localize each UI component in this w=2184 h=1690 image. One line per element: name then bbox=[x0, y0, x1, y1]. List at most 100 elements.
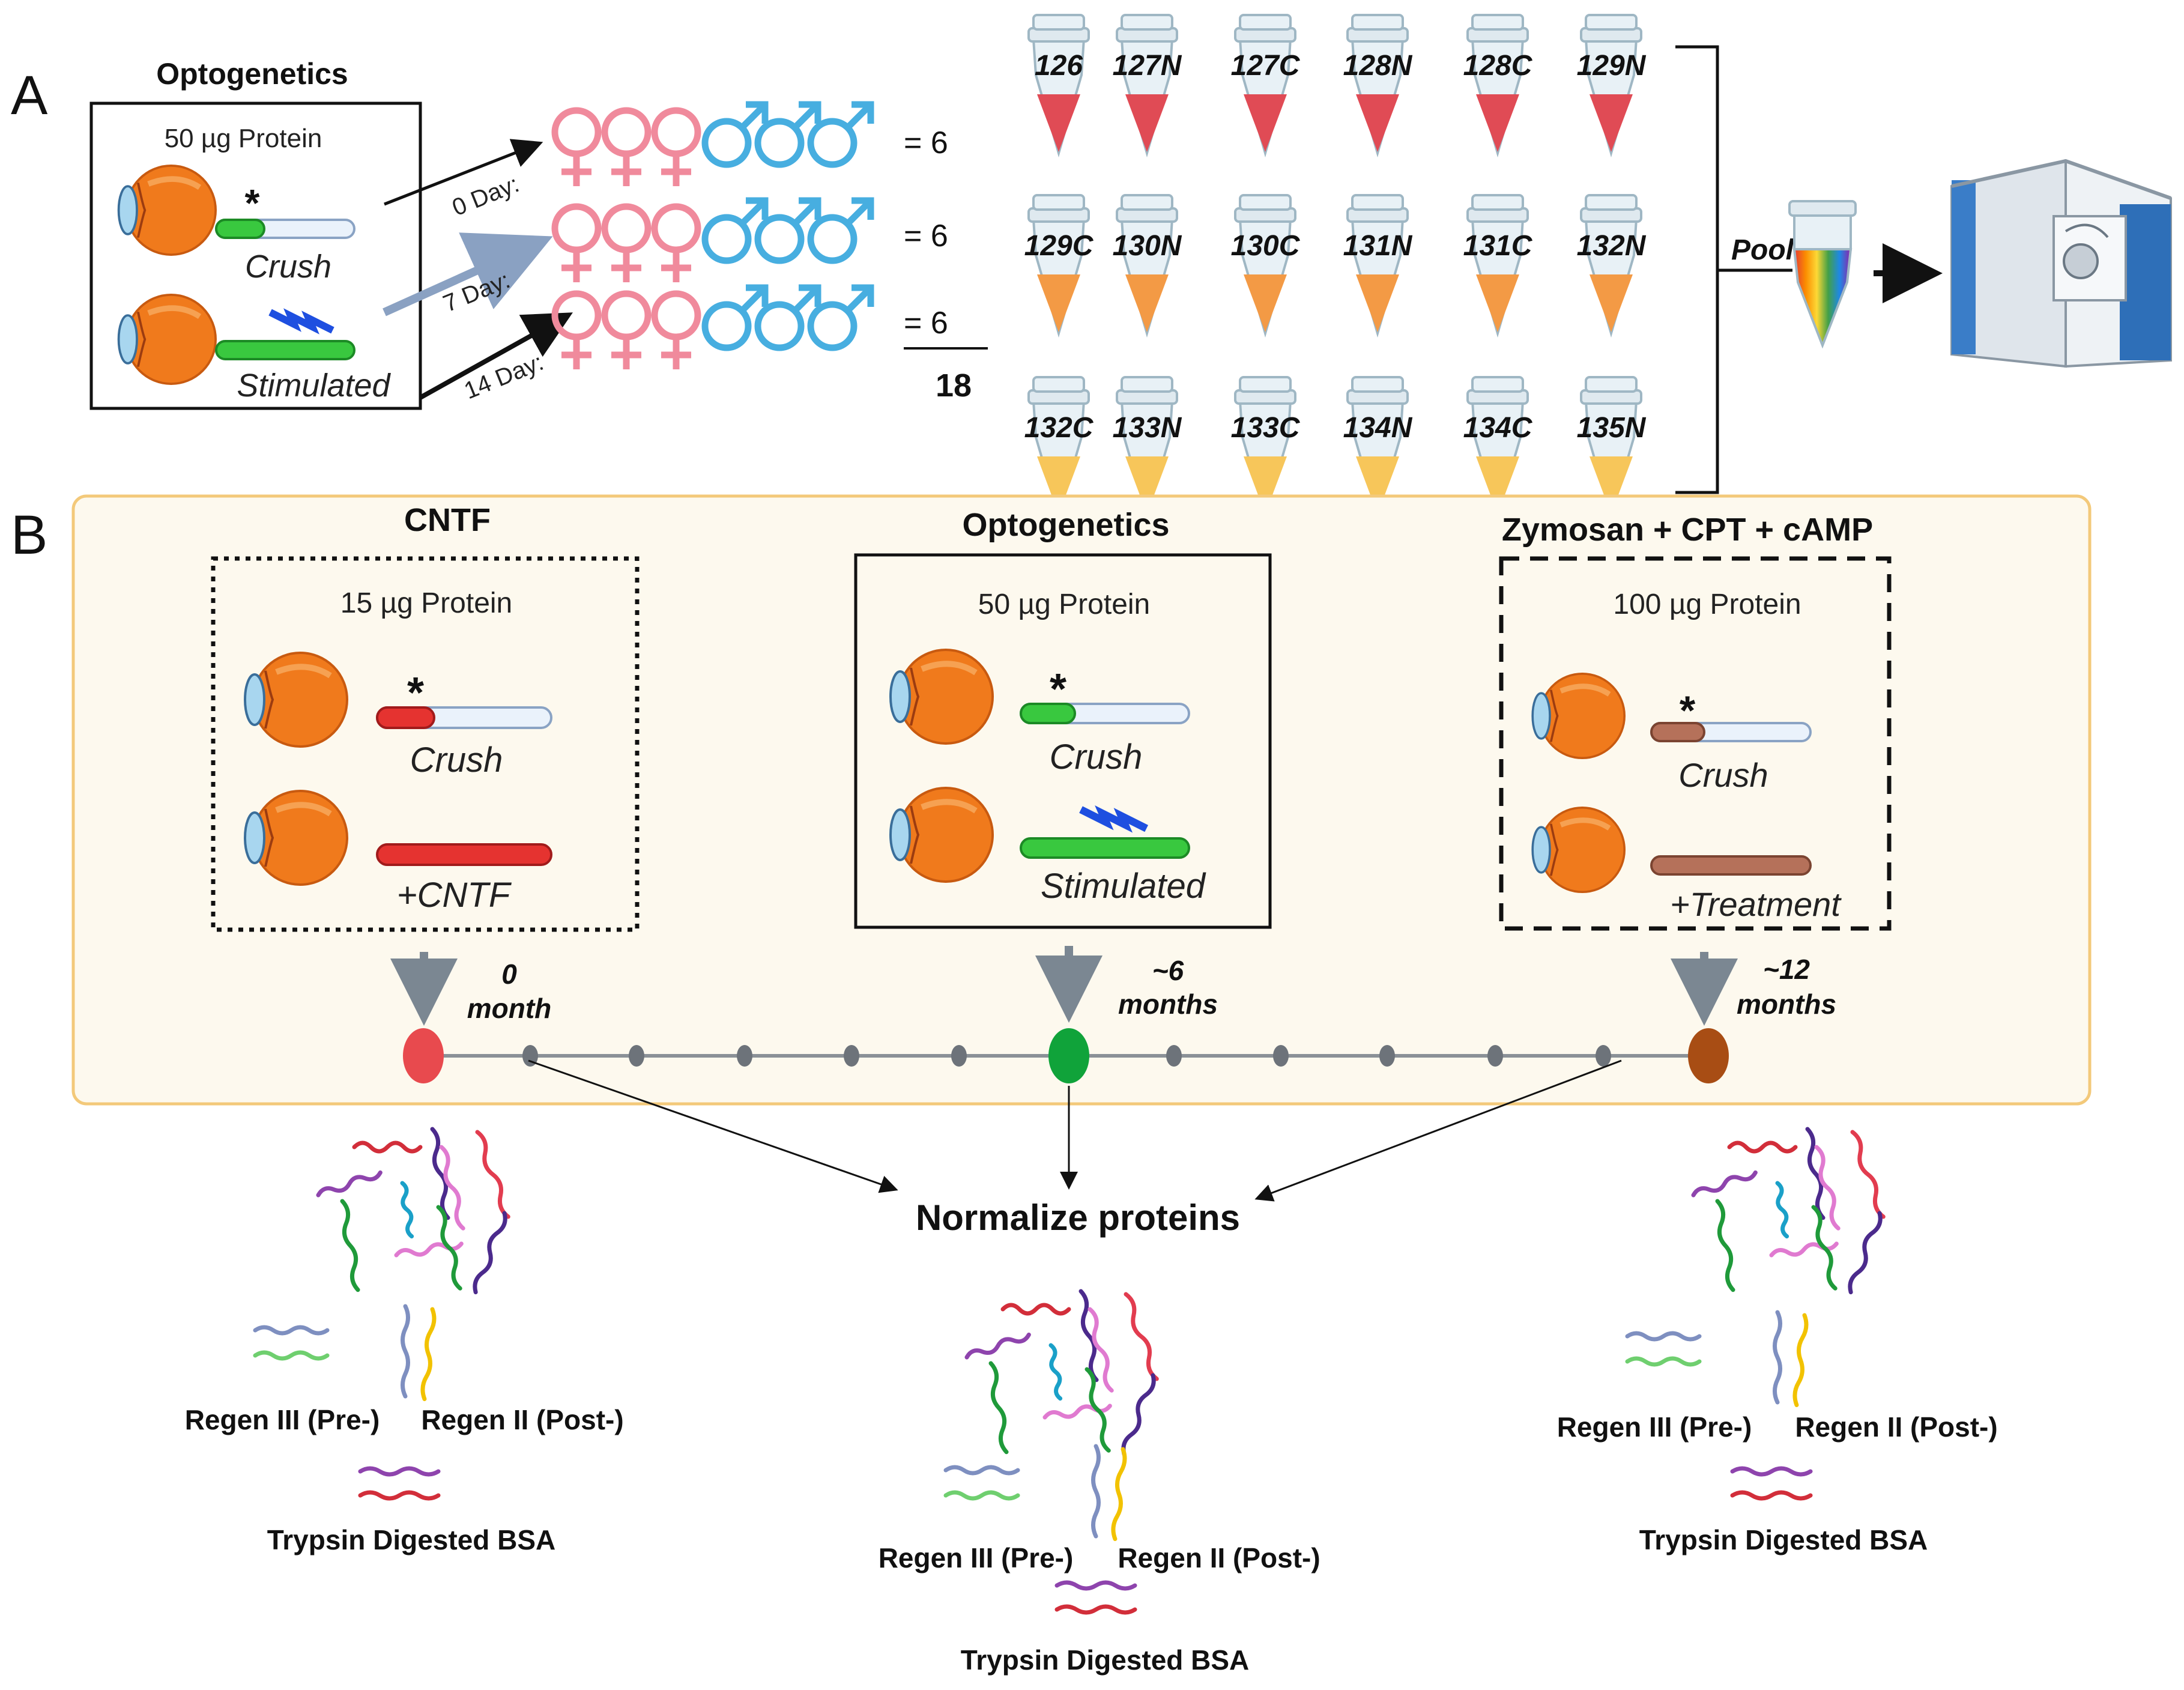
peptide-squiggle bbox=[1054, 1604, 1137, 1615]
timeline-node-opto bbox=[1048, 1028, 1089, 1083]
mass-spectrometer-icon bbox=[1950, 159, 2172, 368]
tmt-channel-label: 134C bbox=[1463, 412, 1533, 444]
peptide-squiggle bbox=[988, 1361, 1009, 1455]
group-zymosan-protein: 100 µg Protein bbox=[1613, 589, 1801, 620]
peptide-squiggle bbox=[358, 1466, 441, 1477]
male-icon bbox=[701, 197, 769, 264]
center-regen2-label: Regen II (Post-) bbox=[1118, 1542, 1320, 1573]
tmt-channel-label: 129N bbox=[1577, 50, 1647, 82]
peptide-squiggle bbox=[1078, 1289, 1099, 1383]
group-count-1: = 6 bbox=[904, 219, 948, 253]
peptide-squiggle bbox=[1087, 1307, 1114, 1393]
tmt-channel-label: 129C bbox=[1024, 230, 1094, 262]
peptide-squiggle bbox=[1792, 1313, 1809, 1407]
tmt-tube-icon: 133C bbox=[1231, 376, 1301, 516]
right-bsa-label: Trypsin Digested BSA bbox=[1639, 1524, 1928, 1555]
tmt-tube-icon: 131N bbox=[1343, 194, 1413, 335]
day-14-label: 14 Day: bbox=[461, 349, 547, 404]
timeline-ticks bbox=[522, 1045, 1611, 1067]
tmt-channel-label: 128N bbox=[1343, 50, 1413, 82]
peptide-squiggle bbox=[358, 1490, 441, 1501]
male-icon bbox=[754, 284, 821, 351]
opto-crush-eye-icon: * bbox=[891, 650, 1190, 744]
zymosan-crush-label: Crush bbox=[1678, 756, 1768, 794]
day-14-arrow bbox=[419, 312, 573, 400]
peptide-squiggle bbox=[1727, 1140, 1798, 1154]
peptide-squiggle bbox=[964, 1332, 1031, 1360]
normalize-label: Normalize proteins bbox=[916, 1198, 1240, 1238]
peptide-squiggle bbox=[1848, 1211, 1883, 1295]
male-icon bbox=[754, 101, 821, 168]
time-zymosan-1: ~12 bbox=[1763, 954, 1810, 985]
peptide-squiggle bbox=[401, 1304, 410, 1399]
right-regen3-label: Regen III (Pre-) bbox=[1557, 1411, 1752, 1443]
tmt-tube-icon: 126 bbox=[1027, 14, 1090, 154]
center-regen3-label: Regen III (Pre-) bbox=[879, 1542, 1074, 1573]
male-icon bbox=[807, 284, 874, 351]
peptide-squiggle bbox=[1715, 1199, 1735, 1292]
tmt-tube-icon: 130N bbox=[1113, 194, 1182, 335]
peptide-squiggle bbox=[1124, 1292, 1159, 1381]
peptide-squiggle bbox=[943, 1490, 1020, 1501]
center-bsa-label: Trypsin Digested BSA bbox=[961, 1644, 1250, 1676]
tmt-tube-icon: 131C bbox=[1463, 194, 1533, 335]
peptide-squiggle bbox=[253, 1350, 330, 1361]
female-icon bbox=[651, 203, 701, 282]
peptide-squiggle bbox=[1121, 1373, 1156, 1457]
tmt-channel-label: 130N bbox=[1113, 230, 1182, 262]
cntf-treat-label: +CNTF bbox=[397, 876, 512, 915]
svg-text:*: * bbox=[245, 181, 260, 225]
tmt-tube-icon: 135N bbox=[1577, 376, 1647, 516]
peptide-squiggle bbox=[1691, 1170, 1758, 1198]
peptide-squiggle bbox=[436, 1205, 462, 1291]
group-zymosan-box bbox=[1499, 556, 1892, 931]
group-cntf-title: CNTF bbox=[404, 502, 491, 538]
peptide-squiggle bbox=[253, 1325, 330, 1336]
peptide-squiggle bbox=[1730, 1490, 1813, 1501]
peptide-squiggle bbox=[316, 1170, 383, 1198]
timeline-tick bbox=[951, 1045, 967, 1067]
tmt-tube-icon: 128N bbox=[1343, 14, 1413, 154]
zymosan-treat-label: +Treatment bbox=[1670, 885, 1842, 923]
peptide-squiggle bbox=[1805, 1127, 1826, 1220]
group-zymosan-title: Zymosan + CPT + cAMP bbox=[1502, 512, 1873, 548]
group-cntf-box bbox=[211, 556, 640, 932]
day-0-arrow bbox=[384, 139, 543, 206]
panel-a-letter: A bbox=[11, 65, 48, 126]
female-icon bbox=[601, 203, 652, 282]
timeline-node-zymosan bbox=[1688, 1028, 1729, 1083]
timeline-tick bbox=[1379, 1045, 1395, 1067]
timeline-tick bbox=[737, 1045, 752, 1067]
female-icon bbox=[551, 290, 602, 369]
panel-b-background bbox=[71, 494, 2092, 1106]
peptide-squiggle bbox=[1000, 1303, 1071, 1316]
panel-a-stim-eye-icon bbox=[119, 295, 355, 384]
pooled-tube-icon bbox=[1788, 200, 1857, 349]
zymosan-treated-eye-icon bbox=[1532, 808, 1812, 892]
cntf-crush-eye-icon: * bbox=[245, 653, 552, 747]
panel-a-crush-label: Crush bbox=[245, 249, 331, 285]
left-regen2-label: Regen II (Post-) bbox=[421, 1404, 623, 1435]
peptide-squiggle bbox=[1730, 1466, 1813, 1477]
group-opto-title: Optogenetics bbox=[962, 507, 1169, 543]
peptide-squiggle bbox=[1811, 1205, 1838, 1291]
tmt-tube-icon: 129C bbox=[1024, 194, 1094, 335]
panel-b-letter: B bbox=[11, 504, 47, 566]
timeline-tick bbox=[629, 1045, 644, 1067]
tmt-tube-icon: 128C bbox=[1463, 14, 1533, 154]
male-icon bbox=[701, 101, 769, 168]
peptide-squiggle bbox=[943, 1465, 1020, 1476]
group-count-0: = 6 bbox=[904, 126, 948, 160]
day-0-label: 0 Day: bbox=[449, 171, 523, 221]
panel-a-protein: 50 µg Protein bbox=[165, 124, 322, 153]
pool-label: Pool bbox=[1731, 234, 1795, 266]
tmt-channel-label: 131N bbox=[1343, 230, 1413, 262]
svg-text:*: * bbox=[1050, 665, 1066, 713]
tmt-tube-icon: 134N bbox=[1343, 376, 1413, 516]
timeline-tick bbox=[1596, 1045, 1611, 1067]
tmt-tube-icon: 129N bbox=[1577, 14, 1647, 154]
peptide-squiggle bbox=[475, 1130, 510, 1219]
timeline-tick bbox=[1487, 1045, 1503, 1067]
